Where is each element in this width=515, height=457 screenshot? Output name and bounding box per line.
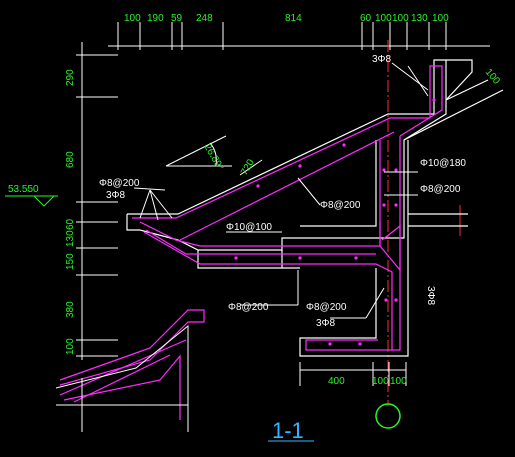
elevation-text: 53.550 <box>8 184 39 195</box>
elevation-marker: 53.550 <box>5 184 58 207</box>
left-dim-2: 680 <box>65 151 76 168</box>
bottom-dimension-texts: 400 100 100 <box>328 376 407 387</box>
detail-outline <box>55 324 189 432</box>
axis-bubble <box>375 403 401 429</box>
left-dim-1: 290 <box>65 69 76 86</box>
top-dim-5: 814 <box>285 13 302 24</box>
left-dim-7: 100 <box>65 338 76 355</box>
top-dim-6: 60 <box>360 13 372 24</box>
top-dimension-texts: 100 190 59 248 814 60 100 100 130 100 <box>124 13 449 24</box>
top-dim-1: 100 <box>124 13 141 24</box>
side-mark-label: 3Φ8 <box>425 286 436 306</box>
concrete-outline <box>126 59 504 357</box>
top-dimension-chain <box>108 22 490 50</box>
left-dim-5: 150 <box>65 253 76 270</box>
top-dim-10: 100 <box>432 13 449 24</box>
top-dim-4: 248 <box>196 13 213 24</box>
slope-label: 26.89° <box>201 142 225 173</box>
bar-right-b-label: Φ8@200 <box>420 184 461 195</box>
rebar-lines <box>59 65 443 420</box>
top-dim-3: 59 <box>171 13 183 24</box>
bar-bottom-a-label: Φ8@200 <box>228 302 269 313</box>
top-dim-8: 100 <box>392 13 409 24</box>
left-dim-4: 60 <box>65 218 76 230</box>
left-dimension-texts: 290 680 130 60 150 380 100 <box>65 69 76 355</box>
bar-mid-label: Φ8@200 <box>320 200 361 211</box>
bottom-dim-2: 100 <box>372 376 389 387</box>
left-dim-3: 130 <box>65 230 76 247</box>
top-dim-7: 100 <box>375 13 392 24</box>
thk-720-label: 720 <box>239 157 257 177</box>
rebar-dots <box>234 98 436 346</box>
bottom-dim-3: 100 <box>390 376 407 387</box>
bar-beam-label: Φ10@100 <box>226 222 272 233</box>
bar-bottom-c-label: 3Φ8 <box>316 318 336 329</box>
left-dim-6: 380 <box>65 301 76 318</box>
bar-left-b-label: 3Φ8 <box>106 190 126 201</box>
bar-right-a-label: Φ10@180 <box>420 158 466 169</box>
left-dimension-chain <box>76 42 118 360</box>
bar-bottom-b-label: Φ8@200 <box>306 302 347 313</box>
thk-100-label: 100 <box>483 67 502 87</box>
top-dim-9: 130 <box>411 13 428 24</box>
center-axis-line <box>375 40 401 429</box>
top-dim-2: 190 <box>147 13 164 24</box>
section-title: 1-1 <box>272 418 304 443</box>
bar-left-a-label: Φ8@200 <box>99 178 140 189</box>
bottom-dim-1: 400 <box>328 376 345 387</box>
bar-top-label: 3Φ8 <box>372 54 392 65</box>
leader-lines <box>133 62 429 442</box>
